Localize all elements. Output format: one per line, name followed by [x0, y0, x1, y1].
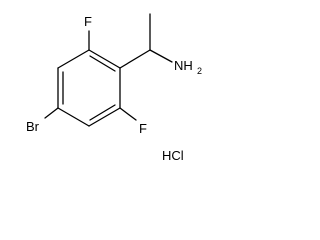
- bond-c1-ch: [119, 49, 151, 69]
- chemical-structure: F F Br NH 2 HCl: [26, 13, 202, 163]
- atom-label-nh-subscript: 2: [197, 66, 202, 76]
- salt-label-hcl: HCl: [162, 148, 184, 163]
- ring-bond-c5-c6: [88, 107, 121, 127]
- atom-label-f-top: F: [84, 14, 92, 29]
- ring-bond-c1-c2-double: [89, 55, 116, 72]
- bond-ch-n: [149, 49, 173, 63]
- atom-label-nh: NH: [174, 58, 193, 73]
- atom-label-br: Br: [26, 119, 40, 134]
- ring-bond-c2-c3: [57, 49, 90, 69]
- ring-bond-c1-c2: [88, 49, 121, 69]
- bond-c4-br: [44, 107, 59, 119]
- atom-label-f-bottom: F: [139, 121, 147, 136]
- ring-bond-c5-c6-double: [89, 104, 116, 121]
- ring-bond-c4-c5: [57, 107, 90, 127]
- bond-c6-f-bottom: [119, 107, 137, 121]
